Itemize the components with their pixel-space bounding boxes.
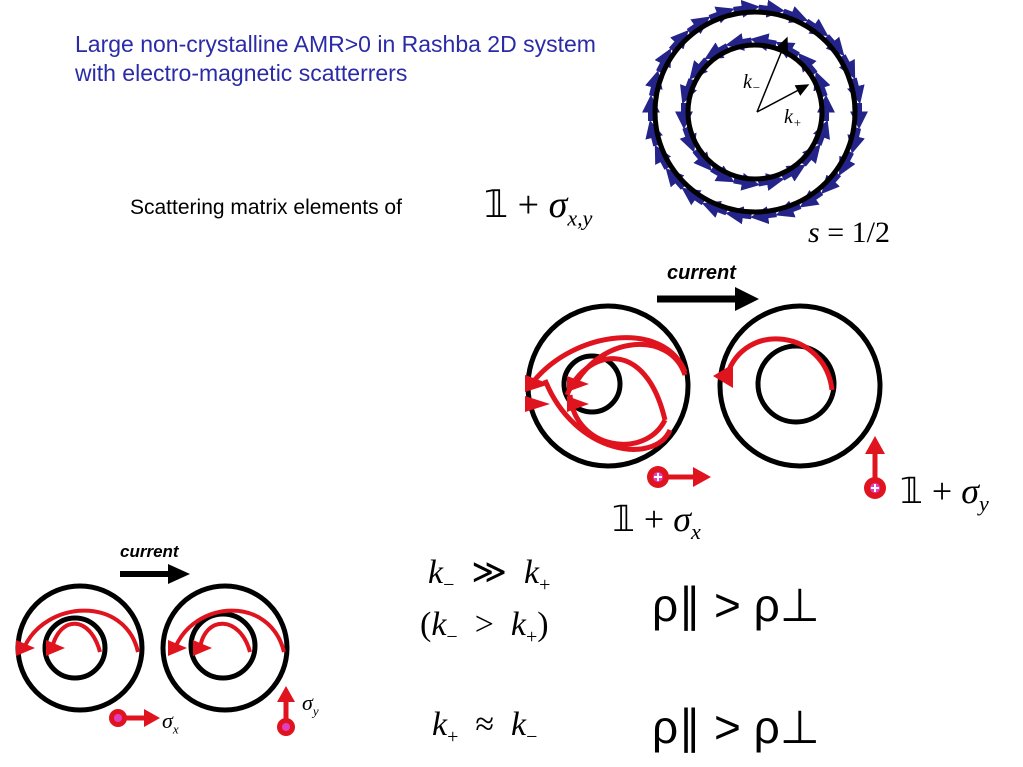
- spin-arrow: [733, 0, 760, 18]
- sigma-y-formula: 𝟙 + σy: [900, 471, 989, 517]
- spin-arrow: [680, 78, 697, 105]
- current-label-bottom: current: [120, 542, 179, 561]
- small-sigma-y: σy: [302, 690, 319, 719]
- spin-arrow: [781, 164, 806, 182]
- spin-arrow: [775, 200, 802, 218]
- relation-k-much-greater: k− ≫ k+: [428, 554, 551, 596]
- spin-arrow: [733, 172, 760, 191]
- spin-arrow: [725, 33, 753, 51]
- current-label-top: current: [667, 262, 736, 284]
- spin-arrow: [692, 148, 712, 171]
- spin-arrow: [681, 187, 706, 206]
- spin-arrow: [847, 127, 865, 154]
- spin-arrow: [758, 0, 785, 18]
- spin-arrow: [838, 54, 856, 80]
- spin-arrow: [708, 6, 735, 24]
- spin-arrow: [710, 165, 735, 183]
- spin-arrow: [799, 189, 824, 208]
- k-minus-label: k−: [743, 71, 761, 95]
- spin-arrow: [813, 71, 831, 98]
- spin-arrow: [847, 77, 865, 105]
- rashba-spin-texture-diagram: k− k+: [642, 0, 868, 225]
- spin-arrow: [645, 70, 663, 97]
- spin-arrow: [821, 172, 842, 194]
- k-plus-label: k+: [784, 106, 802, 130]
- spin-arrow: [704, 42, 729, 60]
- spin-arrow: [668, 30, 689, 52]
- scattering-diagram-small: [15, 564, 295, 736]
- spin-arrow: [645, 119, 663, 147]
- spin-arrow: [782, 6, 809, 23]
- spin-arrow: [798, 53, 818, 76]
- spin-arrow: [750, 206, 777, 225]
- spin-arrow: [701, 201, 728, 218]
- spin-arrow: [839, 150, 856, 176]
- spin-arrow: [824, 34, 845, 57]
- slide-title: Large non-crystalline AMR>0 in Rashba 2D…: [75, 31, 596, 86]
- small-sigma-x: σx: [162, 708, 179, 737]
- spin-arrow: [686, 16, 711, 35]
- spin-label: s = 1/2: [808, 216, 890, 249]
- spin-arrow: [679, 126, 697, 153]
- rho-relation-top: ρ∥ > ρ⊥: [652, 579, 820, 631]
- spin-arrow: [757, 173, 785, 191]
- spin-arrow: [654, 144, 672, 170]
- relation-k-greater: (k− > k+): [420, 606, 549, 648]
- spin-arrow: [689, 57, 709, 80]
- sigma-x-formula: 𝟙 + σx: [612, 499, 701, 545]
- spin-arrow: [665, 167, 686, 190]
- spin-arrow: [750, 33, 777, 52]
- spin-arrow: [801, 144, 821, 167]
- subtitle-formula: 𝟙 + σx,y: [484, 184, 593, 231]
- spin-arrow: [813, 119, 830, 146]
- rho-relation-bottom: ρ∥ > ρ⊥: [652, 701, 820, 753]
- subtitle-text: Scattering matrix elements of: [130, 196, 402, 219]
- spin-arrow: [725, 206, 752, 225]
- scattering-diagram-large: [525, 287, 886, 499]
- relation-k-approx: k+ ≈ k−: [432, 706, 538, 748]
- spin-arrow: [804, 18, 829, 37]
- spin-arrow: [654, 48, 671, 74]
